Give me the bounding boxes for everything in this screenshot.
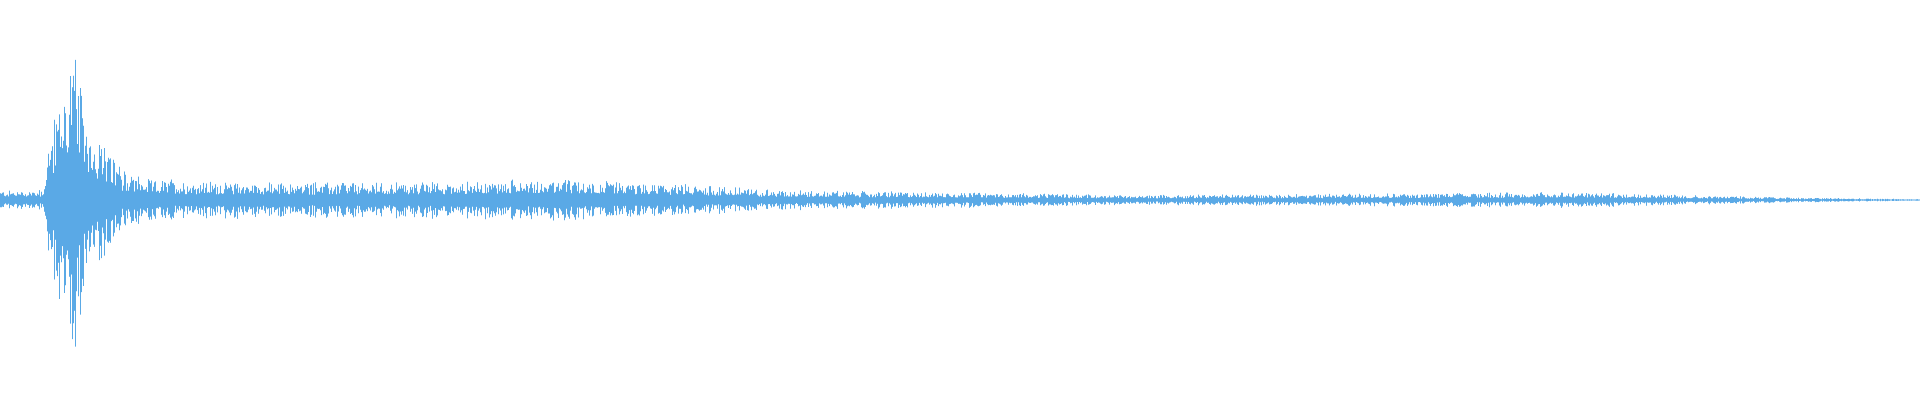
waveform-path <box>0 59 1920 347</box>
waveform-bars <box>0 59 1920 347</box>
